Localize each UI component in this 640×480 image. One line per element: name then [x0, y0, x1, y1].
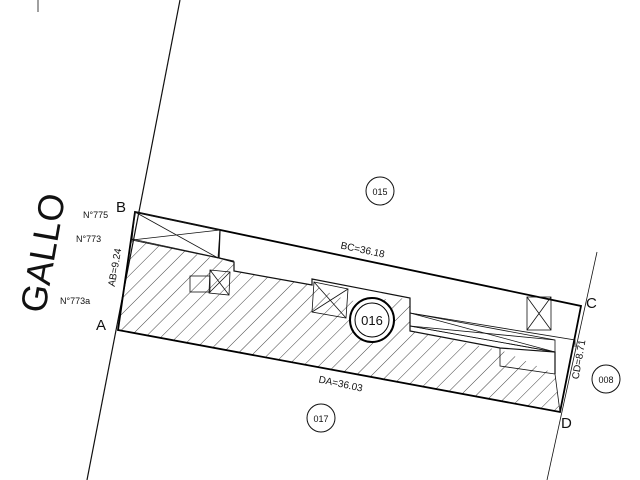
- house-number-773a: N°773a: [60, 296, 90, 306]
- corner-a-label: A: [96, 317, 106, 334]
- corner-b-label: B: [116, 199, 126, 216]
- inner-line-2: [409, 312, 576, 347]
- void-box-3: [311, 281, 349, 319]
- dim-da-label: DA=36.03: [317, 375, 363, 395]
- void-box-1: [131, 211, 221, 259]
- parcel-east-label: 008: [598, 375, 613, 385]
- lot-outline: [116, 210, 583, 414]
- corner-d-label: D: [561, 415, 572, 432]
- built-area-hatch: [118, 239, 560, 412]
- east-boundary-line: [546, 251, 598, 480]
- parcel-017-ring: [306, 403, 336, 433]
- corner-c-label: C: [586, 295, 597, 312]
- void-box-4: [526, 296, 552, 331]
- parcel-main-label: 016: [361, 313, 383, 328]
- parcel-016-inner-ring: [354, 302, 390, 338]
- parcel-south-label: 017: [313, 414, 328, 424]
- dim-bc-label: BC=36.18: [339, 241, 385, 261]
- void-box-2: [189, 269, 231, 296]
- house-number-775: N°775: [83, 210, 108, 220]
- parcel-015-ring: [365, 176, 395, 206]
- house-number-773: N°773: [76, 234, 101, 244]
- parcel-north-label: 015: [372, 187, 387, 197]
- dim-ab-label: AB=9.24: [107, 247, 125, 287]
- courtyard-outline: [134, 211, 556, 374]
- void-box-5: [409, 312, 556, 353]
- inner-line-4: [499, 348, 556, 375]
- parcel-008-ring: [591, 364, 621, 394]
